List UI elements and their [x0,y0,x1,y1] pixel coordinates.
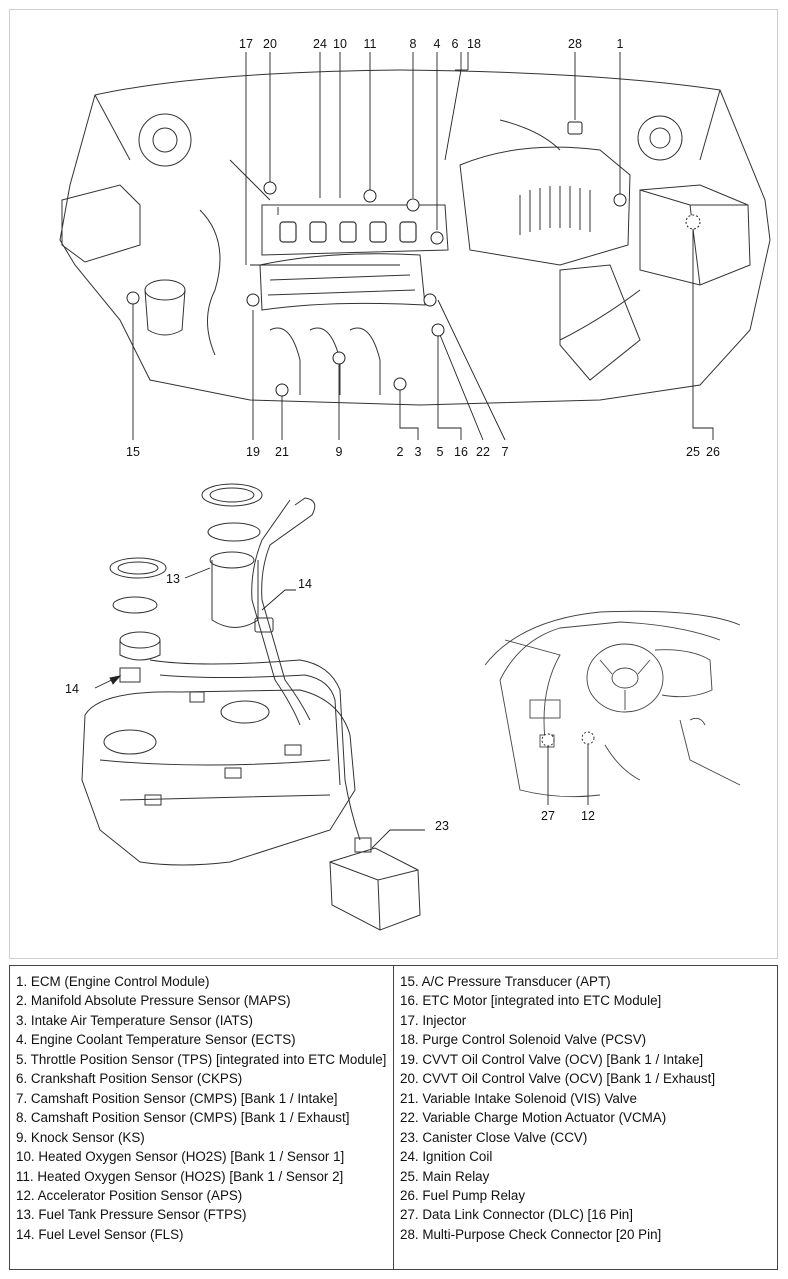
callout-5: 5 [437,445,444,459]
fuel-leader-lines [94,567,425,849]
legend-item: 19. CVVT Oil Control Valve (OCV) [Bank 1… [400,1051,704,1067]
interior-markers [541,731,595,747]
callout-10: 10 [333,37,347,51]
callout-22: 22 [476,445,490,459]
callout-20: 20 [263,37,277,51]
component-legend-table: 1. ECM (Engine Control Module) 2. Manifo… [9,965,778,1270]
legend-item: 15. A/C Pressure Transducer (APT) [400,974,611,989]
diagram-frame [9,9,778,959]
callout-14-upper: 14 [298,577,312,591]
legend-item: 2. Manifold Absolute Pressure Sensor (MA… [16,993,291,1009]
callout-24: 24 [313,37,327,51]
legend-item: 14. Fuel Level Sensor (FLS) [16,1226,184,1242]
callout-26: 26 [706,445,720,459]
interior-illustration [484,610,741,798]
legend-item: 4. Engine Coolant Temperature Sensor (EC… [16,1032,296,1048]
legend-item: 1. ECM (Engine Control Module) [16,974,210,989]
legend-item: 22. Variable Charge Motion Actuator (VCM… [400,1110,667,1126]
legend-item: 28. Multi-Purpose Check Connector [20 Pi… [400,1226,662,1242]
callout-9: 9 [336,445,343,459]
callout-11: 11 [364,37,377,51]
callout-16: 16 [454,445,468,459]
interior-leader-lines [547,740,589,805]
engine-callout-labels: 17 20 24 10 11 8 4 6 18 28 1 15 19 21 9 … [126,37,720,459]
legend-item: 24. Ignition Coil [400,1149,493,1165]
callout-14-lower: 14 [65,682,79,696]
callout-12: 12 [581,809,595,823]
callout-23: 23 [435,819,449,833]
legend-item: 7. Camshaft Position Sensor (CMPS) [Bank… [16,1090,338,1106]
legend-item: 27. Data Link Connector (DLC) [16 Pin] [400,1207,633,1223]
component-location-diagram: 17 20 24 10 11 8 4 6 18 28 1 15 19 21 9 … [59,37,771,931]
legend-item: 12. Accelerator Position Sensor (APS) [16,1187,243,1203]
legend-item: 8. Camshaft Position Sensor (CMPS) [Bank… [16,1110,350,1126]
callout-7: 7 [502,445,509,459]
callout-2: 2 [397,445,404,459]
legend-item: 10. Heated Oxygen Sensor (HO2S) [Bank 1 … [16,1149,345,1165]
legend-item: 9. Knock Sensor (KS) [16,1129,145,1145]
legend-item: 3. Intake Air Temperature Sensor (IATS) [16,1012,253,1028]
callout-3: 3 [415,445,422,459]
legend-column-left: 1. ECM (Engine Control Module) 2. Manifo… [10,966,393,1269]
callout-17: 17 [239,37,253,51]
legend-item: 18. Purge Control Solenoid Valve (PCSV) [400,1032,647,1048]
legend-item: 5. Throttle Position Sensor (TPS) [integ… [16,1051,387,1067]
fuel-callout-labels: 13 14 14 23 [65,572,449,833]
callout-6: 6 [452,37,459,51]
callout-13: 13 [166,572,180,586]
callout-4: 4 [434,37,441,51]
legend-item: 21. Variable Intake Solenoid (VIS) Valve [400,1090,637,1106]
fuel-system-illustration [81,483,421,931]
legend-item: 17. Injector [400,1012,467,1028]
callout-1: 1 [617,37,624,51]
legend-item: 25. Main Relay [400,1168,490,1184]
legend-item: 23. Canister Close Valve (CCV) [400,1129,588,1145]
engine-bay-illustration [59,69,771,406]
callout-18: 18 [467,37,481,51]
legend-column-right: 15. A/C Pressure Transducer (APT) 16. ET… [393,966,777,1269]
engine-sensor-markers [126,121,701,397]
callout-15: 15 [126,445,140,459]
legend-item: 6. Crankshaft Position Sensor (CKPS) [16,1071,243,1087]
callout-21: 21 [275,445,289,459]
callout-8: 8 [410,37,417,51]
callout-28: 28 [568,37,582,51]
callout-19: 19 [246,445,260,459]
legend-item: 13. Fuel Tank Pressure Sensor (FTPS) [16,1207,247,1223]
interior-callout-labels: 27 12 [541,809,595,823]
callout-25: 25 [686,445,700,459]
callout-27: 27 [541,809,555,823]
legend-item: 16. ETC Motor [integrated into ETC Modul… [400,993,662,1009]
legend-item: 20. CVVT Oil Control Valve (OCV) [Bank 1… [400,1071,716,1087]
legend-item: 11. Heated Oxygen Sensor (HO2S) [Bank 1 … [16,1168,344,1184]
legend-item: 26. Fuel Pump Relay [400,1187,526,1203]
engine-leader-lines [132,52,714,441]
